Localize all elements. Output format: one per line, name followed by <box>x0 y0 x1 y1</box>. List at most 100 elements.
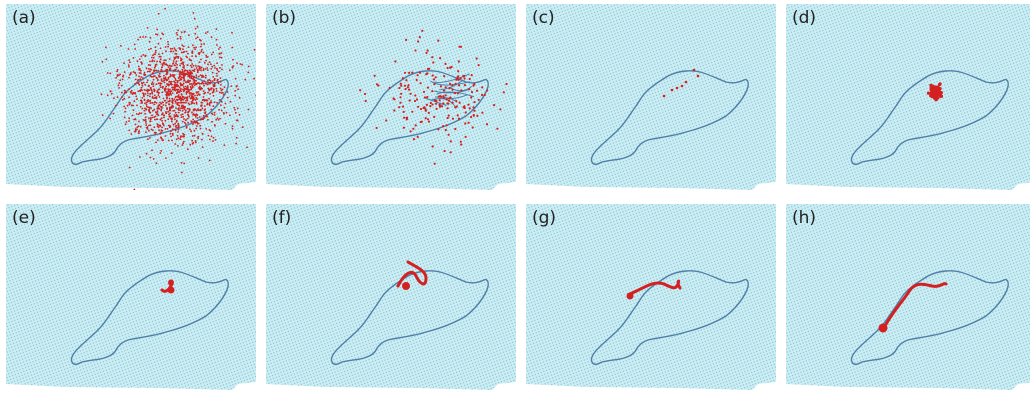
particle <box>196 110 198 112</box>
particle <box>428 68 430 70</box>
particle <box>165 102 167 104</box>
particle <box>147 138 149 140</box>
particle <box>118 87 120 89</box>
particle <box>181 77 183 79</box>
particle <box>246 146 248 148</box>
particle <box>153 70 155 72</box>
particle <box>204 112 206 114</box>
particle <box>102 114 104 116</box>
particle <box>134 48 136 50</box>
particle <box>146 153 148 155</box>
particle <box>214 124 216 126</box>
particle <box>150 117 152 119</box>
particle <box>195 99 197 101</box>
particle <box>155 46 157 48</box>
point-cloud-ground <box>266 204 516 390</box>
particle <box>470 116 472 118</box>
particle <box>185 81 187 83</box>
particle <box>150 157 152 159</box>
particle <box>187 74 189 76</box>
particle <box>165 94 167 96</box>
panel-f: (f) <box>266 204 516 390</box>
particle <box>181 116 183 118</box>
particle <box>435 76 437 78</box>
particle <box>432 61 434 63</box>
particle <box>172 92 174 94</box>
particle <box>183 141 185 143</box>
particle <box>152 55 154 57</box>
particle <box>447 117 449 119</box>
particle <box>205 128 207 130</box>
particle <box>200 40 202 42</box>
particle <box>194 48 196 50</box>
particle <box>180 135 182 137</box>
particle <box>195 76 197 78</box>
particle <box>197 137 199 139</box>
particle <box>180 60 182 62</box>
particle <box>429 105 431 107</box>
particle <box>197 136 199 138</box>
particle <box>448 115 450 117</box>
particle <box>193 79 195 81</box>
particle <box>471 74 473 76</box>
particle <box>214 67 216 69</box>
particle <box>202 75 204 77</box>
particle <box>171 65 173 67</box>
particle <box>170 75 172 77</box>
particle <box>171 48 173 50</box>
particle <box>463 105 465 107</box>
particle <box>192 123 194 125</box>
particle <box>151 91 153 93</box>
particle <box>140 100 142 102</box>
particle <box>145 90 147 92</box>
particle <box>232 125 234 127</box>
particle <box>172 89 174 91</box>
particle <box>188 111 190 113</box>
particle <box>146 67 148 69</box>
particle <box>144 108 146 110</box>
particle <box>121 85 123 87</box>
particle <box>403 111 405 113</box>
particle <box>160 150 162 152</box>
panel-d-label: (d) <box>792 8 816 28</box>
particle <box>148 117 150 119</box>
particle <box>115 105 117 107</box>
particle <box>165 128 167 130</box>
particle <box>445 94 447 96</box>
particle <box>167 41 169 43</box>
panel-g-scene <box>526 204 776 390</box>
particle <box>185 86 187 88</box>
point-cloud-ground <box>266 4 516 190</box>
particle <box>142 108 144 110</box>
particle <box>138 121 140 123</box>
particle <box>168 78 170 80</box>
particle <box>111 93 113 95</box>
particle <box>166 83 168 85</box>
particle <box>165 135 167 137</box>
particle <box>234 95 236 97</box>
particle <box>140 106 142 108</box>
particle <box>160 69 162 71</box>
particle <box>225 123 227 125</box>
particle <box>157 126 159 128</box>
particle <box>186 126 188 128</box>
particle <box>110 90 112 92</box>
particle <box>145 116 147 118</box>
particle <box>155 116 157 118</box>
point-cloud-ground <box>786 4 1030 190</box>
particle <box>221 101 223 103</box>
particle <box>164 70 166 72</box>
particle <box>148 68 150 70</box>
particle <box>160 86 162 88</box>
particle <box>192 44 194 46</box>
particle <box>162 122 164 124</box>
particle <box>188 96 190 98</box>
particle <box>171 81 173 83</box>
particle <box>426 96 428 98</box>
particle <box>170 94 172 96</box>
particle <box>174 116 176 118</box>
particle <box>204 108 206 110</box>
panel-g-label: (g) <box>532 208 556 228</box>
particle <box>142 54 144 56</box>
particle <box>181 44 183 46</box>
